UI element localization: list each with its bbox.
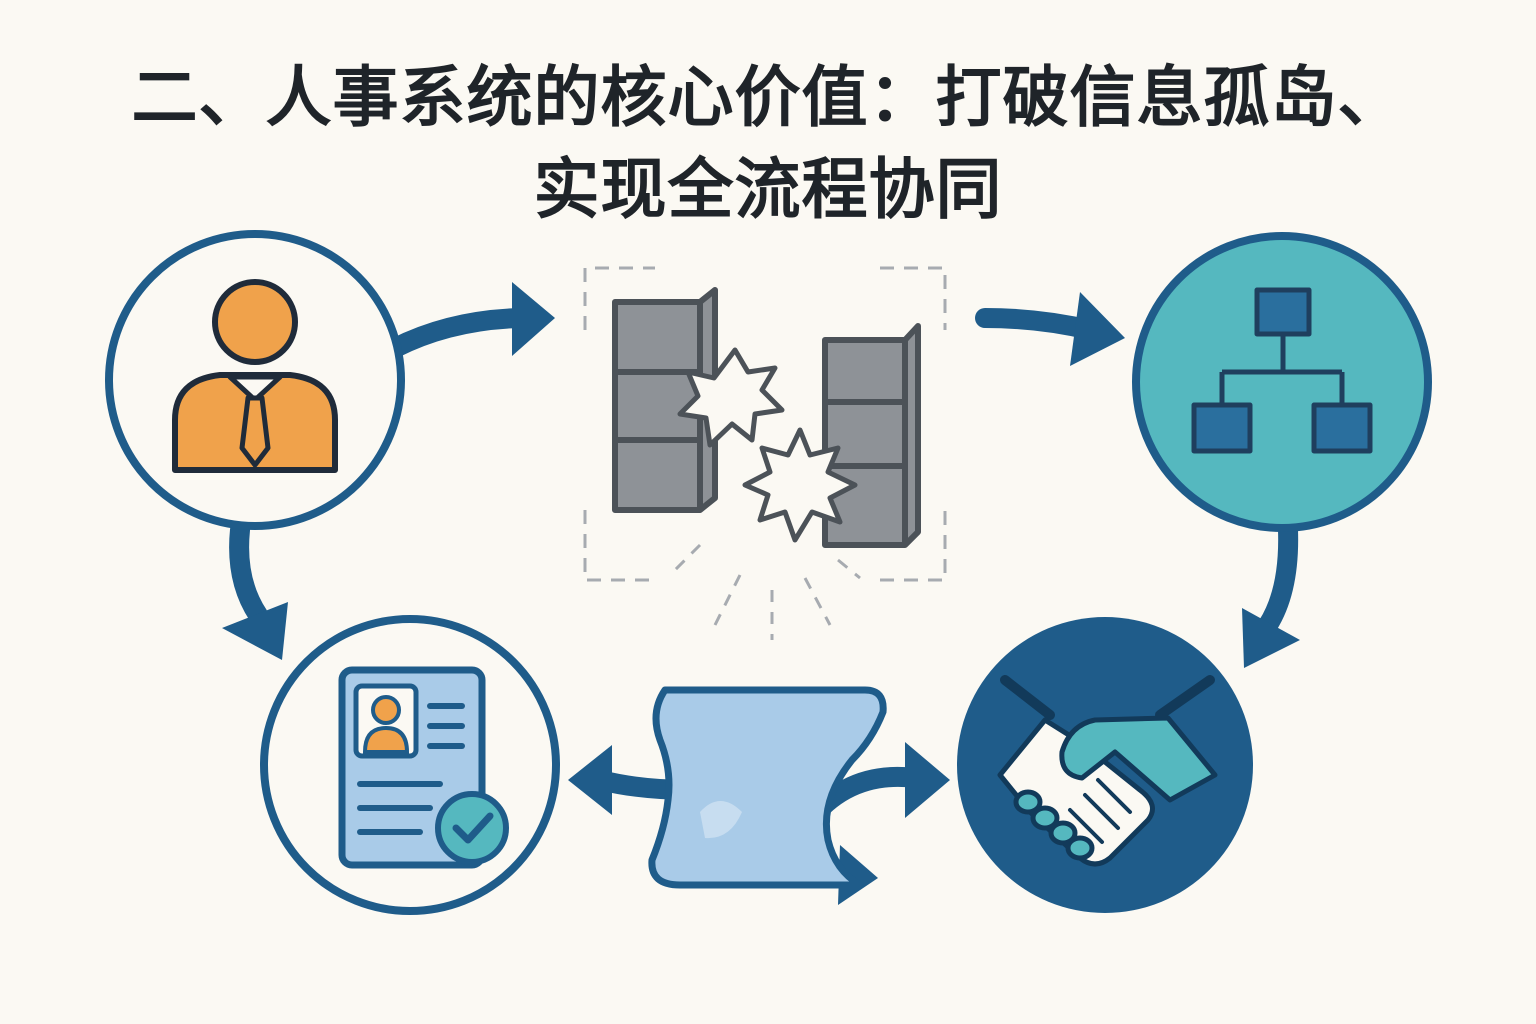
data-flow-node — [648, 686, 887, 889]
org-structure-node — [1132, 232, 1432, 532]
profile-document-node — [260, 615, 560, 915]
dashed-frame — [583, 266, 947, 582]
org-chart-icon — [1191, 287, 1373, 454]
collaboration-node — [957, 617, 1253, 913]
title-line-2: 实现全流程协同 — [533, 151, 1003, 228]
arrow-employee-to-document — [222, 520, 288, 660]
employee-node — [105, 230, 405, 530]
profile-document-check-icon — [338, 666, 509, 869]
impact-lines — [668, 543, 861, 640]
breaking-walls-icon — [612, 287, 921, 548]
handshake-icon — [997, 675, 1218, 867]
broken-silos-node — [583, 266, 947, 640]
person-with-tie-icon — [172, 279, 338, 473]
arrow-employee-to-silos — [385, 282, 555, 358]
page-title: 二、人事系统的核心价值：打破信息孤岛、 实现全流程协同 — [0, 52, 1536, 236]
arrow-silos-to-org — [975, 292, 1125, 366]
arrow-org-to-handshake — [1242, 520, 1300, 668]
title-line-1: 二、人事系统的核心价值：打破信息孤岛、 — [131, 59, 1405, 136]
